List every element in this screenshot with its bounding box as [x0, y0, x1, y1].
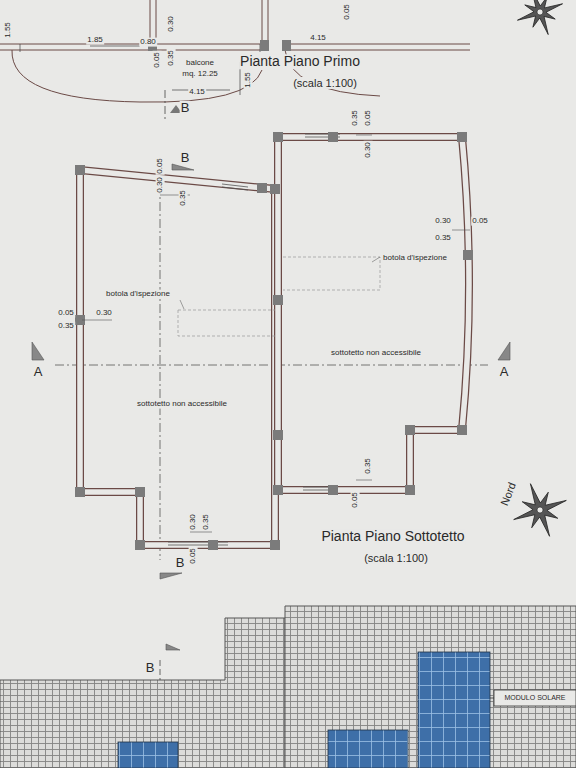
plan-note: (scala 1:100) [363, 552, 429, 564]
pillar [457, 425, 467, 435]
pillar [405, 425, 415, 435]
pillar [270, 540, 280, 550]
dimension-label: 0.30 [167, 15, 176, 33]
plan-note: B [180, 101, 191, 115]
plan-note: B [175, 556, 186, 570]
dimension-label: mq. 12.25 [181, 70, 219, 79]
dimension-label: 1.85 [86, 36, 104, 45]
pillar [75, 487, 85, 497]
dimension-label: 1.55 [244, 71, 253, 89]
pillar [270, 184, 280, 194]
dimension-label: 0.35 [57, 322, 75, 331]
dimension-label: 1.55 [4, 21, 13, 39]
dimension-label: balcone [185, 59, 215, 68]
pillar [328, 132, 338, 142]
pillar [135, 540, 145, 550]
pillar [273, 295, 283, 305]
dimension-label: 0.35 [179, 189, 188, 207]
plan-title: Pianta Piano Sottotetto [320, 529, 465, 544]
dimension-label: 0.30 [156, 176, 165, 194]
first-floor-fragment [0, 0, 470, 120]
plan-title: Pianta Piano Primo [239, 54, 361, 69]
dimension-label: 0.35 [202, 513, 211, 531]
pillar [273, 430, 283, 440]
roof-plan [0, 606, 576, 768]
north-compass [514, 484, 567, 537]
attic-walls [80, 134, 469, 545]
dimension-label: 0.30 [434, 217, 452, 226]
compass-center [537, 9, 543, 15]
pillar [208, 540, 218, 550]
dimension-label: 0.05 [156, 157, 165, 175]
dimension-label: 0.35 [364, 457, 373, 475]
plan-note: A [33, 365, 44, 379]
hatch-outline [178, 310, 275, 336]
pillar [463, 250, 473, 260]
pillar [75, 165, 85, 175]
dimension-label: 0.35 [167, 49, 176, 67]
pillar [457, 132, 467, 142]
plan-note: B [145, 661, 156, 675]
compass-star [517, 0, 562, 35]
leader-line [180, 257, 380, 309]
dimension-label: sottotetto non accessibile [136, 400, 228, 409]
section-line [160, 168, 161, 560]
pillar [273, 485, 283, 495]
plan-note: Nord [498, 480, 519, 508]
dimension-label: 0.05 [364, 109, 373, 127]
dimension-label: 0.30 [364, 141, 373, 159]
dimension-label: MODULO SOLARE [503, 694, 566, 702]
pillar [328, 485, 338, 495]
compass-star [514, 484, 567, 537]
dimension-label: 4.15 [309, 34, 327, 43]
dimension-label: 0.05 [153, 51, 162, 69]
dimension-label: 4.15 [188, 88, 206, 97]
pillar-group [75, 132, 473, 550]
dimension-label: botola d'ispezione [105, 290, 171, 299]
hatch-outline [283, 257, 380, 290]
dimension-label: 0.05 [351, 491, 360, 509]
pillar [273, 132, 283, 142]
dimension-label: 0.35 [351, 109, 360, 127]
plan-note: B [180, 151, 191, 165]
compass-center [537, 507, 543, 513]
dimension-label: 0.05 [471, 217, 489, 226]
pillar [135, 487, 145, 497]
dimension-label: 0.30 [189, 513, 198, 531]
plan-note: A [499, 365, 510, 379]
dimension-label: 0.05 [343, 3, 352, 21]
dimension-label: 0.35 [434, 234, 452, 243]
pillar [257, 183, 267, 193]
dimension-line [82, 135, 470, 532]
dimension-label: botola d'ispezione [382, 254, 448, 263]
north-compass [517, 0, 562, 35]
pillar [405, 485, 415, 495]
dimension-label: 0.05 [57, 309, 75, 318]
plan-note: (scala 1:100) [292, 77, 358, 89]
dimension-label: 0.05 [189, 547, 198, 565]
dimension-label: 0.80 [139, 38, 157, 47]
dimension-label: sottotetto non accessibile [330, 349, 422, 358]
dimension-label: 0.30 [95, 309, 113, 318]
